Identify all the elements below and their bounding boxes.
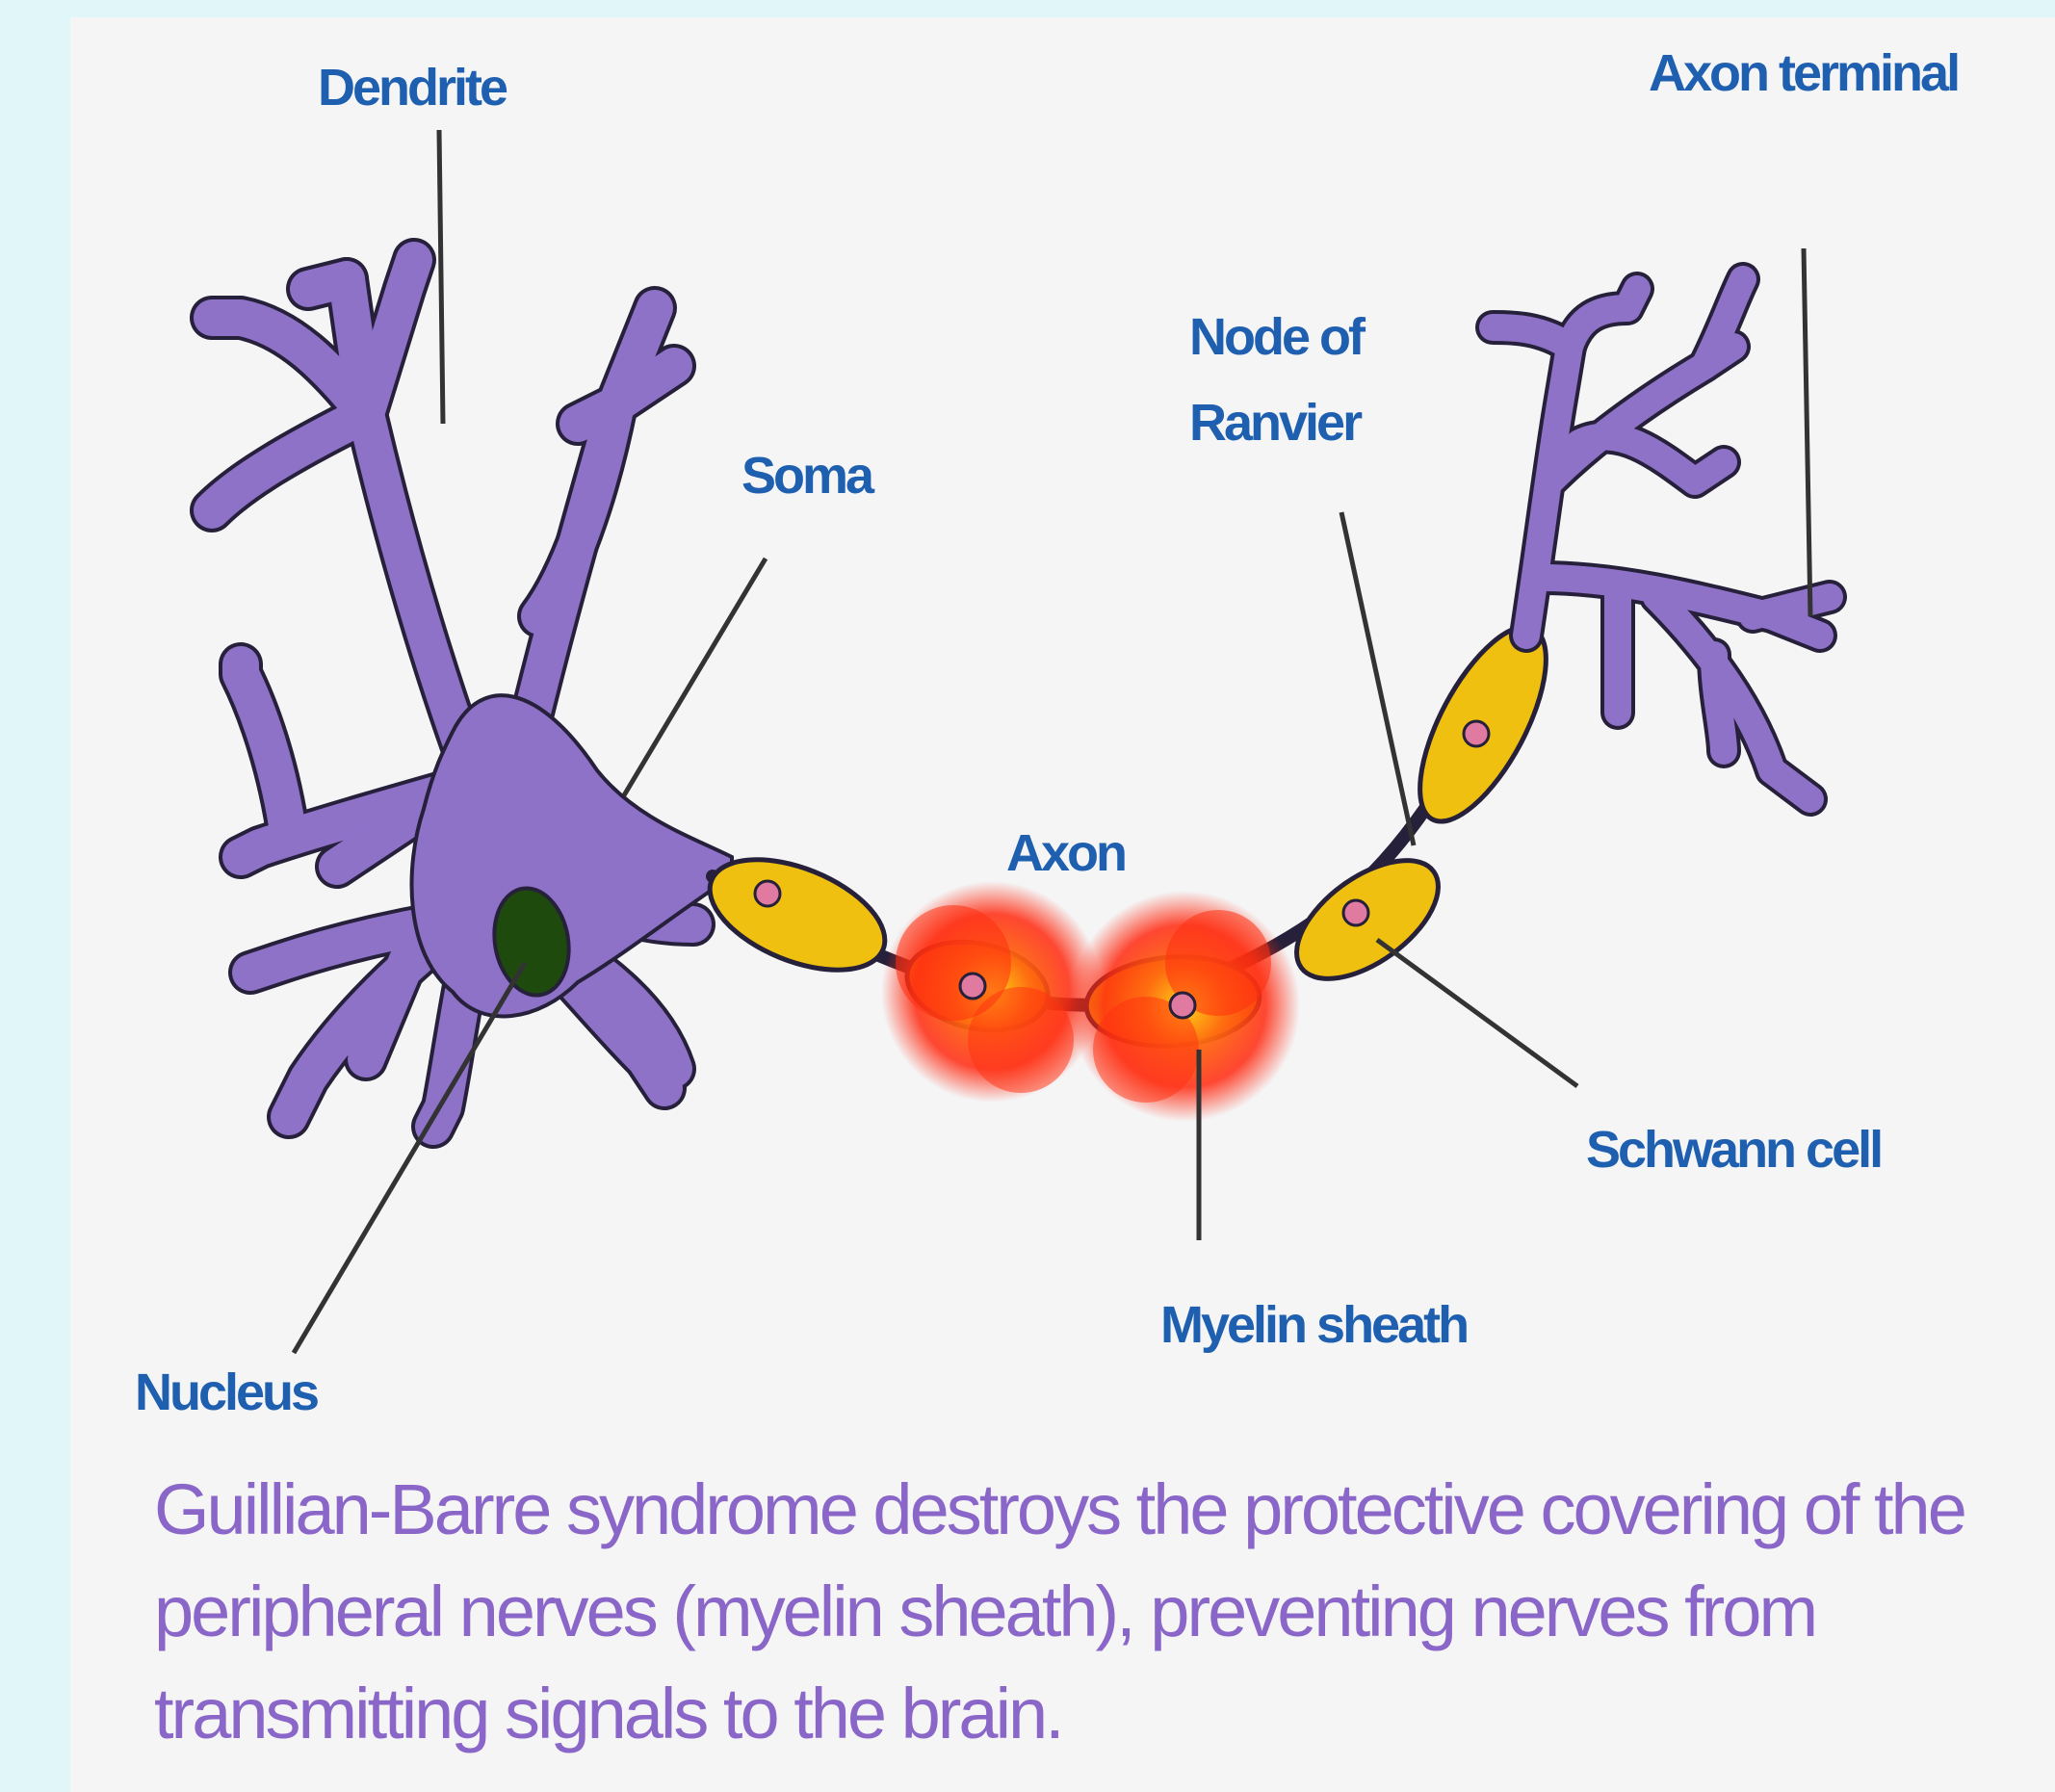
axon-terminal-leader — [1804, 248, 1810, 616]
label-dendrite: Dendrite — [318, 58, 506, 119]
label-schwann-cell: Schwann cell — [1586, 1120, 1881, 1182]
label-axon-terminal: Axon terminal — [1649, 43, 1958, 105]
soma-leader — [624, 558, 766, 795]
label-node-of-ranvier-line2: Ranvier — [1189, 380, 1363, 466]
label-myelin-sheath: Myelin sheath — [1160, 1295, 1467, 1357]
label-nucleus: Nucleus — [135, 1363, 317, 1424]
dendrite-leader — [439, 130, 443, 424]
dendrites — [212, 260, 693, 1127]
label-axon: Axon — [1006, 823, 1125, 885]
node-of-ranvier-leader — [1341, 512, 1414, 845]
label-node-of-ranvier: Node of Ranvier — [1189, 295, 1363, 466]
soma-body — [412, 695, 732, 1016]
label-soma: Soma — [741, 446, 871, 507]
label-node-of-ranvier-line1: Node of — [1189, 295, 1363, 380]
schwann-cell-leader — [1377, 940, 1577, 1086]
axon-terminal-branches — [1493, 279, 1830, 799]
diagram-caption: Guillian-Barre syndrome destroys the pro… — [154, 1459, 2003, 1765]
myelin-damage — [881, 881, 1300, 1122]
